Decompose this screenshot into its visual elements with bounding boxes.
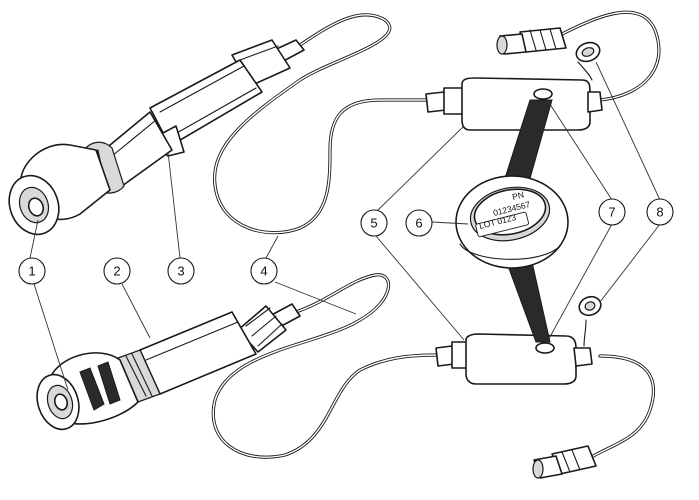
upper-probe — [8, 13, 432, 236]
callout-1-label: 1 — [28, 264, 35, 279]
callout-5-label: 5 — [370, 216, 377, 231]
lower-module — [435, 295, 655, 479]
callout-3: 3 — [167, 257, 195, 285]
callout-8: 8 — [646, 198, 674, 226]
callout-2-label: 2 — [113, 264, 120, 279]
callout-6: 6 — [405, 209, 433, 237]
callout-2: 2 — [103, 257, 131, 285]
callout-7-label: 7 — [608, 205, 615, 220]
callout-6-label: 6 — [415, 216, 422, 231]
callout-lines — [29, 61, 661, 391]
callout-4: 4 — [250, 257, 278, 285]
callout-5: 5 — [360, 209, 388, 237]
callout-3-label: 3 — [177, 264, 184, 279]
callout-7: 7 — [598, 198, 626, 226]
label-detail: PN 01234567 LOT 0123 — [455, 99, 569, 343]
callout-8-label: 8 — [656, 205, 663, 220]
callouts: 1 2 3 4 5 6 7 8 — [18, 198, 674, 285]
callout-1: 1 — [18, 257, 46, 285]
pn-title: PN — [511, 189, 525, 202]
callout-4-label: 4 — [260, 264, 267, 279]
lower-probe — [36, 273, 442, 459]
